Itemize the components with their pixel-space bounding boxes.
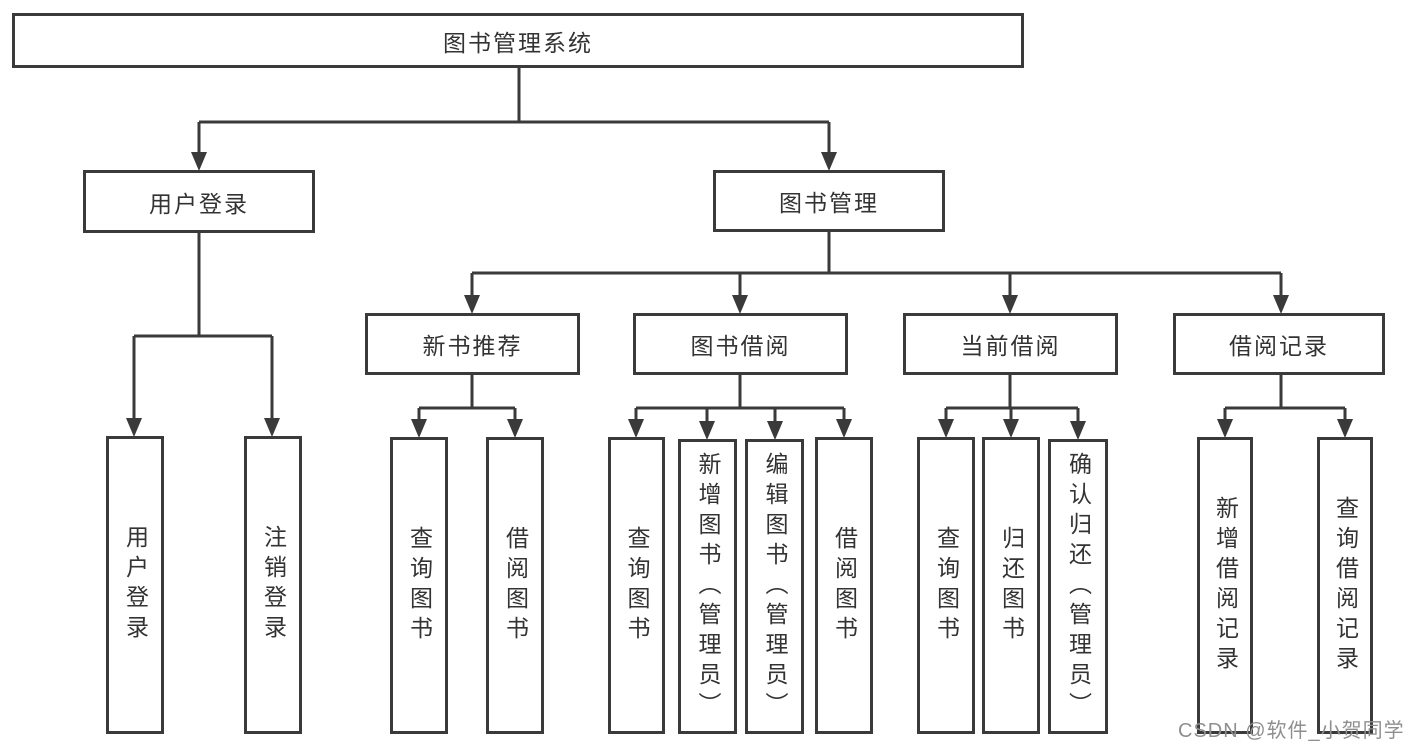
node-label: 图书管理	[779, 190, 879, 216]
arrow-to-l3-2	[1002, 295, 1018, 314]
arrow-to-leaf-9	[1003, 419, 1019, 438]
leaf-borrow-books: 借阅图书	[815, 437, 873, 734]
node-library-management-system: 图书管理系统	[12, 13, 1024, 68]
node-label: 新增借阅记录	[1212, 495, 1239, 676]
arrow-to-leaf-7	[836, 419, 852, 438]
node-label: 编辑图书（管理员）	[762, 451, 788, 722]
leaf-query-books-current: 查询图书	[917, 437, 975, 734]
leaf-logout: 注销登录	[244, 436, 302, 734]
arrow-to-l3-1	[732, 295, 748, 314]
node-label: 查询借阅记录	[1332, 495, 1359, 676]
leaf-confirm-return-admin: 确认归还（管理员）	[1048, 439, 1108, 734]
arrow-to-l3-3	[1273, 295, 1289, 314]
node-label: 查询图书	[406, 525, 433, 646]
arrow-to-leaf-11	[1217, 419, 1233, 438]
leaf-borrow-books-recommend: 借阅图书	[486, 437, 544, 734]
arrow-to-leaf-0	[126, 418, 142, 437]
arrow-to-leaf-1	[264, 418, 280, 437]
arrowheads	[126, 152, 1353, 440]
arrow-to-leaf-8	[938, 419, 954, 438]
arrow-to-leaf-3	[507, 419, 523, 438]
node-label: 查询图书	[624, 525, 650, 646]
arrow-to-leaf-12	[1337, 419, 1353, 438]
arrow-to-leaf-5	[699, 421, 715, 440]
csdn-watermark: CSDN @软件_小贺同学	[1178, 720, 1405, 742]
node-label: 注销登录	[260, 525, 287, 645]
leaf-query-borrow-record: 查询借阅记录	[1317, 437, 1373, 734]
leaf-add-books-admin: 新增图书（管理员）	[678, 439, 737, 734]
leaf-query-books-recommend: 查询图书	[390, 437, 448, 734]
arrow-to-leaf-2	[411, 419, 427, 438]
node-new-book-recommend: 新书推荐	[365, 313, 580, 375]
leaf-query-books-borrow: 查询图书	[608, 437, 665, 734]
arrow-to-leaf-10	[1070, 421, 1086, 440]
node-label: 借阅记录	[1229, 333, 1329, 359]
node-user-login: 用户登录	[83, 170, 315, 233]
node-label: 图书借阅	[690, 333, 791, 359]
leaf-add-borrow-record: 新增借阅记录	[1197, 437, 1253, 734]
node-label: 归还图书	[998, 525, 1025, 646]
arrow-to-book-mgmt	[821, 152, 837, 171]
leaf-return-books: 归还图书	[982, 437, 1040, 734]
node-label: 借阅图书	[831, 525, 858, 646]
node-book-management: 图书管理	[713, 170, 945, 232]
arrow-to-leaf-6	[767, 421, 783, 440]
node-label: 图书管理系统	[443, 29, 593, 56]
leaf-edit-books-admin: 编辑图书（管理员）	[745, 439, 804, 734]
arrow-to-l3-0	[464, 295, 480, 314]
node-label: 当前借阅	[960, 333, 1061, 359]
node-label: 借阅图书	[502, 525, 529, 646]
leaf-user-login: 用户登录	[106, 436, 164, 734]
node-label: 新书推荐	[422, 333, 523, 359]
node-label: 新增图书（管理员）	[695, 451, 721, 722]
node-label: 用户登录	[122, 525, 149, 645]
node-current-borrow: 当前借阅	[903, 313, 1118, 375]
node-book-borrow: 图书借阅	[633, 313, 848, 375]
node-borrow-records: 借阅记录	[1173, 313, 1385, 375]
arrow-to-leaf-4	[628, 419, 644, 438]
node-label: 用户登录	[149, 190, 249, 217]
arrow-to-user-login	[191, 152, 207, 171]
node-label: 确认归还（管理员）	[1065, 451, 1092, 722]
node-label: 查询图书	[933, 525, 960, 646]
